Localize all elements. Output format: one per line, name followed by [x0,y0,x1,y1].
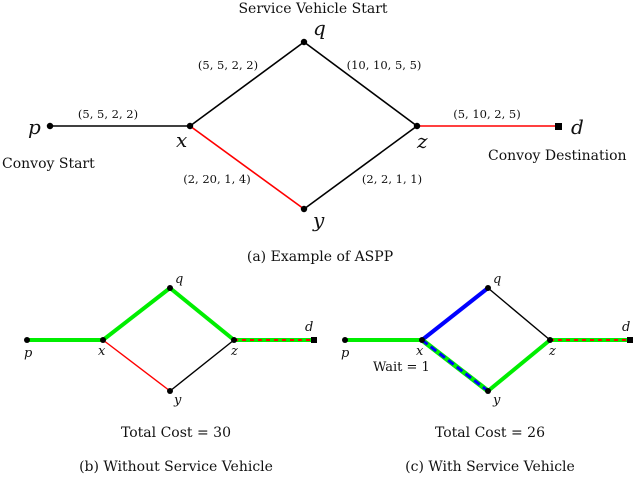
node-label-b-y: y [173,393,182,408]
node-b-z [231,337,237,343]
node-b-x [100,337,106,343]
node-label-c-q: q [493,272,501,287]
edge-x-y [189,125,305,210]
node-b-d [311,337,317,343]
node-q [300,38,308,46]
edge-c-x-q [420,286,490,342]
caption-c: (c) With Service Vehicle [405,459,575,475]
edge-y-z [303,125,418,210]
node-label-c-p: p [341,346,350,361]
node-label-c-y: y [492,393,501,408]
node-label-b-x: x [98,344,106,359]
weight-y-z: (2, 2, 1, 1) [362,172,422,186]
edge-q-z [303,41,418,127]
convoy-start-label: Convoy Start [2,156,95,172]
node-c-x [419,337,425,343]
node-c-p [342,337,348,343]
weight-x-y: (2, 20, 1, 4) [183,172,251,186]
weight-z-d: (5, 10, 2, 5) [453,107,521,121]
node-label-z: z [416,129,428,153]
total-cost-c: Total Cost = 26 [435,425,545,441]
total-cost-b: Total Cost = 30 [121,425,231,441]
edge-c-q-z [487,287,551,341]
weight-q-z: (10, 10, 5, 5) [347,58,422,72]
node-c-q [485,285,491,291]
caption-a: (a) Example of ASPP [247,249,393,265]
node-label-d: d [571,115,584,139]
service-vehicle-start-label: Service Vehicle Start [238,1,387,17]
node-label-x: x [176,128,187,152]
node-label-y: y [312,208,325,232]
convoy-destination-label: Convoy Destination [488,148,627,164]
node-label-b-q: q [175,272,183,287]
diagram-a: Service Vehicle Start p x q y z d (5, 5,… [2,1,627,265]
edge-c-x-y-blue [421,338,489,393]
node-label-b-z: z [230,344,238,359]
edge-b-q-z [168,286,236,342]
caption-b: (b) Without Service Vehicle [79,459,273,475]
node-label-b-d: d [305,320,313,335]
node-b-y [167,388,173,394]
node-c-z [547,337,553,343]
node-y [300,205,308,213]
weight-x-q: (5, 5, 2, 2) [198,58,258,72]
edge-b-x-q [101,286,172,342]
node-label-c-d: d [622,320,630,335]
node-z [413,122,421,130]
diagram-c: p x q y z d Wait = 1 Total Cost = 26 (c)… [341,272,633,475]
diagram-b: p x q y z d Total Cost = 30 (b) Without … [24,272,317,475]
node-c-y [485,388,491,394]
node-label-c-z: z [548,344,556,359]
node-label-c-x: x [416,344,424,359]
edge-b-y-z [169,339,235,392]
node-label-p: p [28,115,41,139]
weight-p-x: (5, 5, 2, 2) [78,107,138,121]
edge-b-x-y [102,339,171,392]
node-label-q: q [313,16,326,40]
edge-c-y-z [486,338,552,393]
node-d [555,123,562,130]
node-b-q [167,285,173,291]
node-x [186,122,194,130]
node-c-d [627,337,633,343]
edge-x-q [189,41,305,127]
wait-label: Wait = 1 [373,360,430,375]
node-p [46,122,54,130]
node-label-b-p: p [24,346,33,361]
node-b-p [24,337,30,343]
